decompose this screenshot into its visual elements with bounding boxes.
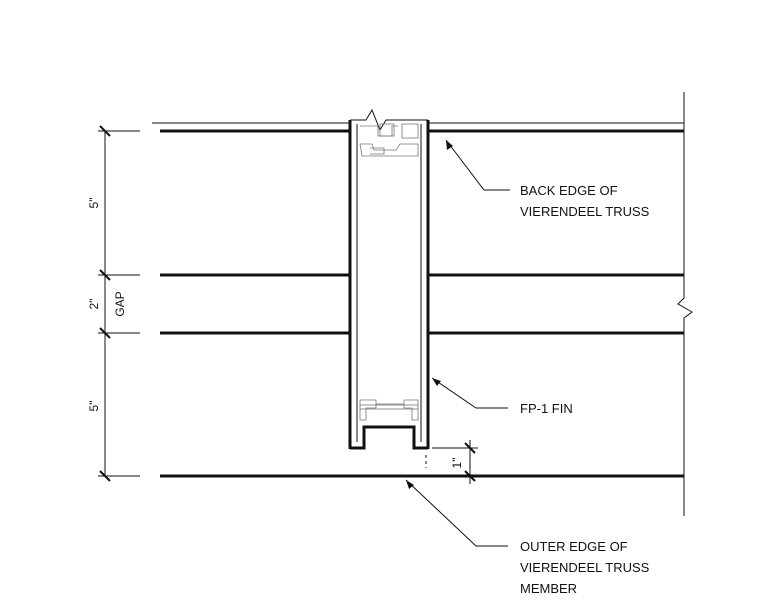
leader-outer-edge [405,479,508,547]
dim-bottom-band: 5" [87,401,101,412]
dim-top-band: 5" [87,198,101,209]
fin-offset-dimension [425,440,478,484]
dim-gap-label: GAP [113,291,127,316]
leader-back-edge [445,139,510,191]
callout-fin-line-1: FP-1 FIN [520,401,573,416]
leader-fin [431,377,508,409]
callout-back-edge-line-1: BACK EDGE OF [520,183,618,198]
fp-1-fin [348,108,430,450]
right-break-line [677,92,693,516]
callout-outer-edge-line-1: OUTER EDGE OF [520,539,628,554]
callout-outer-edge-line-3: MEMBER [520,581,577,596]
callout-back-edge-line-2: VIERENDEEL TRUSS [520,204,650,219]
dim-gap: 2" [87,299,101,310]
dim-fin-offset: 1" [450,458,464,469]
callout-outer-edge-line-2: VIERENDEEL TRUSS [520,560,650,575]
left-dimension-string [98,125,140,482]
